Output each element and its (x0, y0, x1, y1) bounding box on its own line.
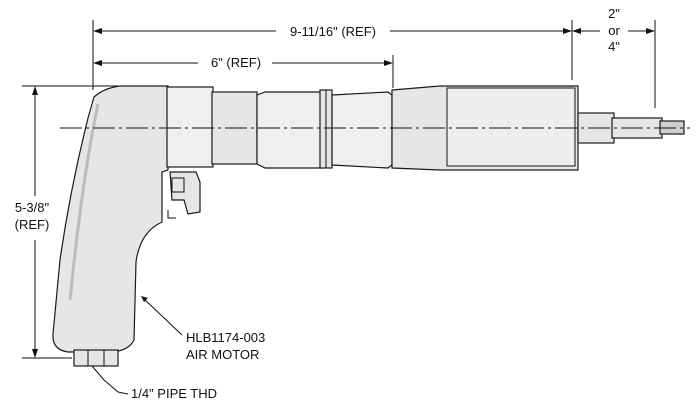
air-motor-callout: HLB1174-003 AIR MOTOR (141, 296, 265, 362)
height-dimension: 5-3/8" (REF) (15, 85, 118, 359)
pipe-thread-callout: 1/4" PIPE THD (91, 365, 217, 401)
stroke-dimension: 2" or 4" (608, 6, 620, 54)
air-inlet-fitting (73, 349, 119, 367)
stroke-label-line2: or (608, 23, 620, 38)
height-label-line1: 5-3/8" (15, 200, 50, 215)
pistol-grip (52, 85, 169, 353)
trigger (169, 171, 201, 215)
overall-length-label: 9-11/16" (REF) (290, 24, 376, 39)
motor-length-dimension: 6" (REF) (93, 55, 394, 88)
grip-front-cap (166, 86, 214, 168)
motor-length-label: 6" (REF) (211, 55, 261, 70)
motor-housing (256, 91, 323, 169)
pipe-thread-label: 1/4" PIPE THD (131, 386, 217, 401)
air-motor-label-line1: HLB1174-003 (186, 330, 265, 345)
air-motor-label-line2: AIR MOTOR (186, 347, 259, 362)
height-label-line2: (REF) (15, 217, 50, 232)
stroke-label-line1: 2" (608, 6, 620, 21)
overall-length-dimension: 9-11/16" (REF) (92, 20, 656, 108)
stroke-label-line3: 4" (608, 39, 620, 54)
